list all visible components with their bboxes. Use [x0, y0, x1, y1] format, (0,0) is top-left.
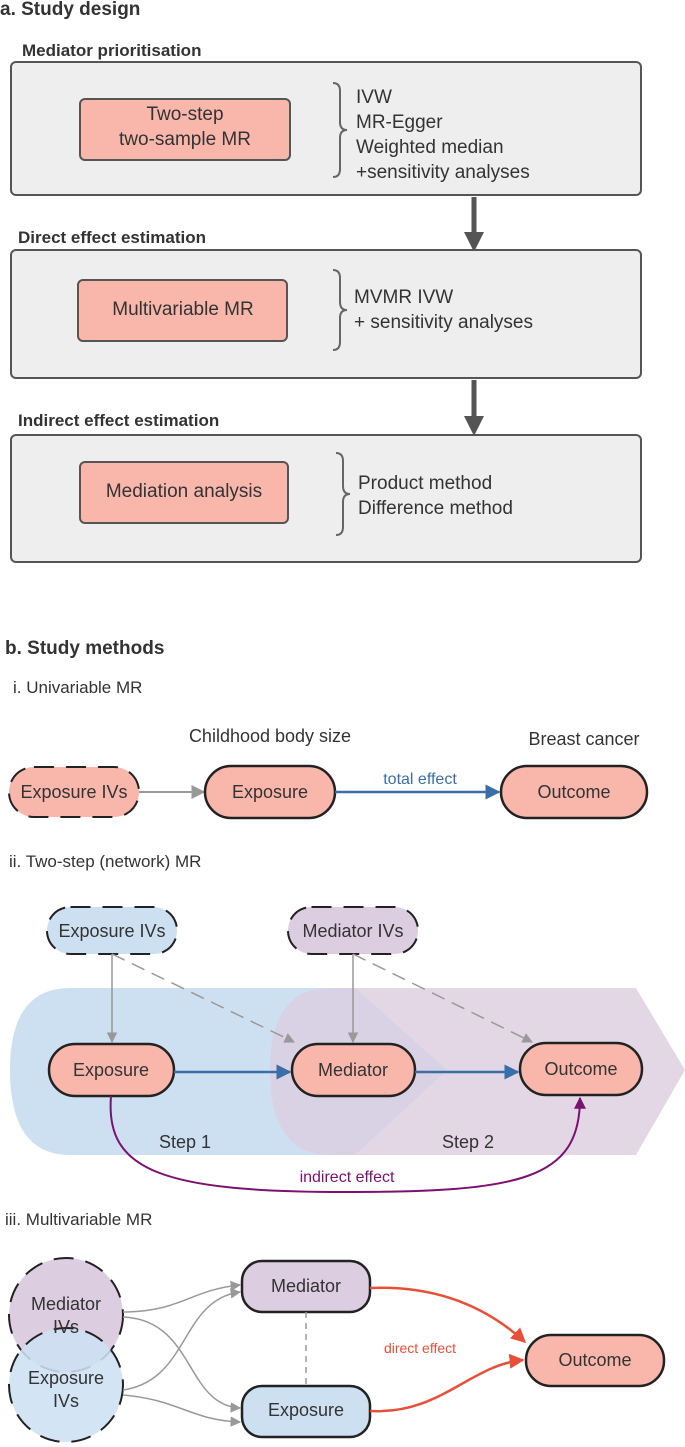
- edge-mediator-ivs-to-exposure-mv: [122, 1316, 242, 1413]
- edge-indirect-effect: [109, 1095, 586, 1194]
- node-outcome-uni: [499, 764, 649, 820]
- node-exposure-ivs-uni: [8, 766, 140, 818]
- edge-exposure-to-outcome-direct: [369, 1353, 525, 1413]
- curly-brace: [332, 82, 348, 178]
- edge-label-direct-effect: direct effect: [384, 1340, 456, 1356]
- curly-brace: [335, 452, 351, 536]
- edge-mediator-ivs-to-outcome-dashed: [352, 953, 533, 1043]
- node-label: Mediator IVs: [302, 921, 403, 941]
- caption-breast-cancer: Breast cancer: [528, 729, 639, 749]
- node-label: IVs: [53, 1391, 79, 1411]
- label-step-1: Step 1: [159, 1132, 211, 1152]
- node-mediator-two-step: [290, 1042, 417, 1098]
- edge-exposure-ivs-to-exposure-mv: [122, 1394, 242, 1427]
- node-outcome-mv: [524, 1333, 666, 1388]
- edge-mediator-ivs-to-mediator-mv: [122, 1280, 242, 1313]
- method-item: MVMR IVW: [354, 287, 453, 308]
- method-box-label-line2: two-sample MR: [119, 129, 251, 150]
- heading-univariable-mr: i. Univariable MR: [13, 678, 142, 697]
- node-label: Exposure: [73, 1060, 149, 1080]
- method-box-label: Mediation analysis: [106, 481, 262, 502]
- curly-brace: [332, 269, 348, 351]
- node-label: Exposure: [28, 1368, 104, 1388]
- method-item: Weighted median: [356, 137, 504, 158]
- node-label: Mediator: [318, 1060, 388, 1080]
- caption-childhood-body-size: Childhood body size: [189, 726, 351, 746]
- section-a-title: a. Study design: [0, 0, 140, 20]
- label-step-2: Step 2: [442, 1132, 494, 1152]
- panel-heading-direct-effect: Direct effect estimation: [18, 228, 206, 247]
- panel-heading-indirect-effect: Indirect effect estimation: [18, 411, 219, 430]
- method-item: Product method: [358, 473, 492, 494]
- edge-label-indirect-effect: indirect effect: [300, 1169, 395, 1186]
- panel-heading-mediator-prioritisation: Mediator prioritisation: [22, 41, 201, 60]
- node-label: Exposure: [232, 782, 308, 802]
- method-box-two-step-mr: [79, 98, 291, 161]
- panel-mediator-prioritisation: [10, 61, 642, 196]
- node-label: Mediator: [31, 1294, 101, 1314]
- node-label: Exposure IVs: [58, 921, 165, 941]
- node-outcome-two-step: [518, 1041, 644, 1097]
- heading-two-step-mr: ii. Two-step (network) MR: [9, 852, 201, 871]
- method-box-label: Multivariable MR: [112, 299, 253, 320]
- method-item: + sensitivity analyses: [354, 312, 533, 333]
- method-item: IVW: [356, 87, 392, 108]
- edge-label-total-effect: total effect: [383, 771, 457, 788]
- node-label: Outcome: [544, 1059, 617, 1079]
- method-item: +sensitivity analyses: [356, 162, 530, 183]
- method-item: Difference method: [358, 498, 513, 519]
- edge-exposure-ivs-to-mediator-dashed: [111, 953, 295, 1043]
- method-box-mediation-analysis: [79, 461, 289, 524]
- edge-exposure-ivs-to-mediator-mv: [122, 1288, 242, 1391]
- node-label: Exposure IVs: [20, 782, 127, 802]
- node-label: IVs: [53, 1317, 79, 1337]
- node-label: Exposure: [268, 1400, 344, 1420]
- node-label: Mediator: [271, 1276, 341, 1296]
- node-label: Outcome: [537, 782, 610, 802]
- method-box-multivariable-mr: [77, 279, 288, 342]
- node-exposure-two-step: [47, 1042, 176, 1098]
- heading-multivariable-mr: iii. Multivariable MR: [5, 1210, 152, 1229]
- method-item: MR-Egger: [356, 112, 443, 133]
- section-b-title: b. Study methods: [5, 638, 164, 659]
- method-box-label-line1: Two-step: [146, 104, 223, 125]
- node-label: Outcome: [558, 1350, 631, 1370]
- node-exposure-ivs-mv: [8, 1327, 124, 1443]
- edge-mediator-to-outcome-direct: [369, 1286, 527, 1344]
